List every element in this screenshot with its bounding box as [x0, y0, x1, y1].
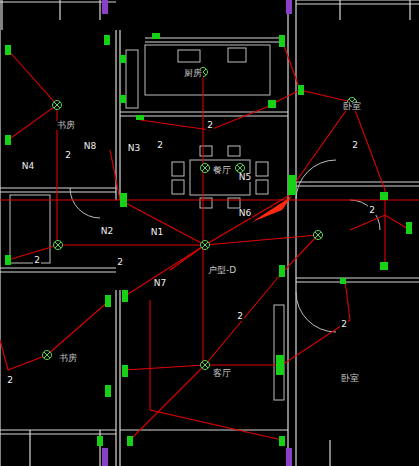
- light-symbol: [201, 241, 210, 250]
- windows: [102, 0, 292, 466]
- light-symbol: [54, 241, 63, 250]
- circuit-label: N2: [100, 227, 114, 236]
- light-cross: [202, 362, 208, 368]
- light-cross: [315, 232, 321, 238]
- circuit-label: N5: [238, 173, 252, 182]
- circuit-label: 2: [206, 121, 214, 130]
- light-symbol: [53, 101, 62, 110]
- circuit-label: 2: [116, 258, 124, 267]
- light-cross: [54, 102, 60, 108]
- room-name: 户型-D: [207, 266, 237, 275]
- room-name: 卧室: [340, 374, 360, 383]
- circuit-label: N8: [83, 142, 97, 151]
- circuit-label: 2: [236, 312, 244, 321]
- room-name: 餐厅: [212, 166, 232, 175]
- room-name: 厨房: [183, 69, 203, 78]
- furniture: [10, 45, 380, 400]
- light-cross: [202, 242, 208, 248]
- room-name: 书房: [56, 121, 76, 130]
- light-cross: [237, 165, 243, 171]
- lights: [43, 68, 357, 370]
- circuit-label: N6: [238, 209, 252, 218]
- circuit-label: N4: [21, 162, 35, 171]
- room-name: 卧室: [342, 102, 362, 111]
- circuit-label: N3: [127, 144, 141, 153]
- light-symbol: [201, 164, 210, 173]
- circuit-label: N1: [150, 228, 164, 237]
- circuit-label: 2: [368, 206, 376, 215]
- circuit-label: 2: [64, 151, 72, 160]
- wiring: [0, 40, 419, 440]
- light-symbol: [201, 361, 210, 370]
- light-cross: [55, 242, 61, 248]
- circuit-label: 2: [6, 376, 14, 385]
- circuit-label: N7: [153, 279, 167, 288]
- circuit-label: 2: [156, 141, 164, 150]
- sockets-switches: [5, 33, 412, 446]
- light-symbol: [314, 231, 323, 240]
- light-cross: [44, 352, 50, 358]
- room-name: 书房: [58, 354, 78, 363]
- light-symbol: [236, 164, 245, 173]
- light-symbol: [43, 351, 52, 360]
- circuit-label: 2: [351, 141, 359, 150]
- pointer-arrow: [252, 196, 292, 222]
- circuit-label: 2: [340, 320, 348, 329]
- circuit-label: 2: [33, 256, 41, 265]
- light-cross: [202, 165, 208, 171]
- room-name: 客厅: [212, 369, 232, 378]
